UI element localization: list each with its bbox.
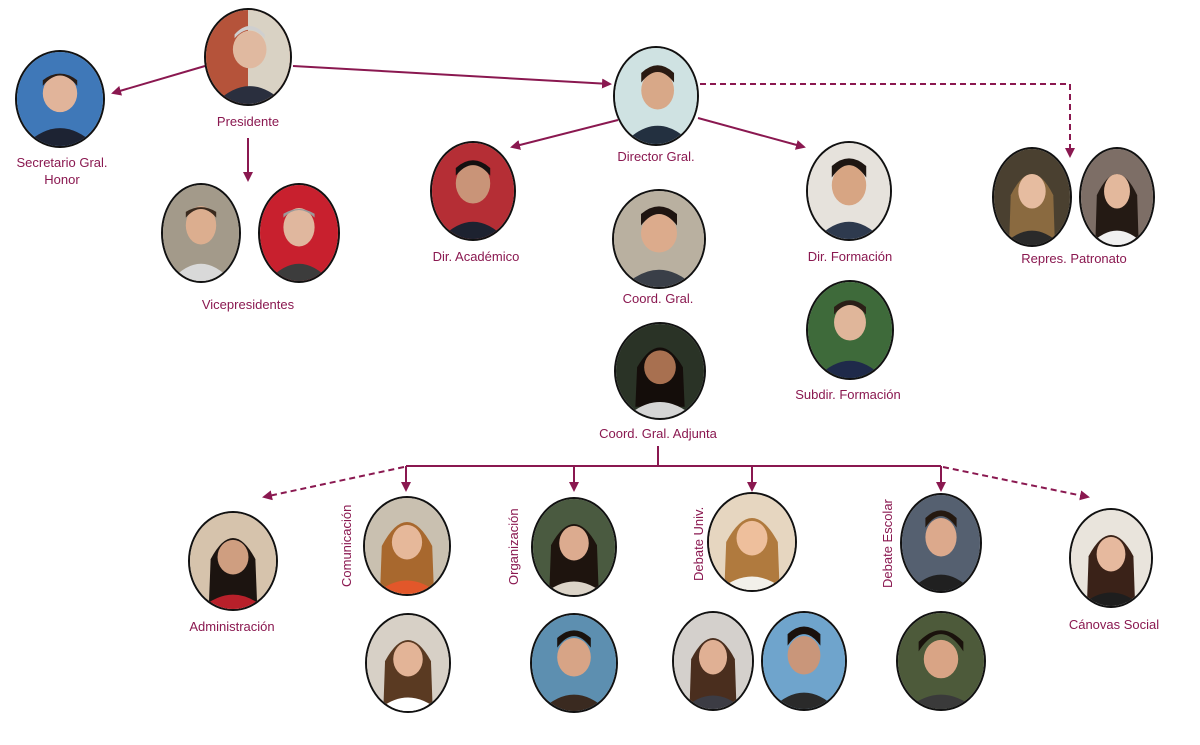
avatar-dir-formacion — [806, 141, 892, 241]
label-debate-escolar: Debate Escolar — [880, 499, 895, 588]
label-repres-patronato: Repres. Patronato — [1021, 251, 1127, 266]
label-secretario-line2: Honor — [44, 172, 80, 187]
avatar-vicepresidente-2 — [258, 183, 340, 283]
avatar-debate-univ-2 — [672, 611, 754, 711]
arrow-administracion — [262, 466, 405, 501]
avatar-coord-adjunta — [614, 322, 706, 420]
avatar-repres-patronato-1 — [992, 147, 1072, 247]
avatar-secretario — [15, 50, 105, 148]
arrow-director-formacion — [697, 117, 806, 150]
avatar-presidente — [204, 8, 292, 106]
avatar-dir-academico — [430, 141, 516, 241]
label-administracion: Administración — [189, 619, 275, 634]
avatar-comunicacion-1 — [363, 496, 451, 596]
arrow-director-academico — [510, 119, 619, 150]
avatar-administracion — [188, 511, 278, 611]
label-canovas-social: Cánovas Social — [1068, 617, 1160, 632]
avatar-canovas-social — [1069, 508, 1153, 608]
label-debate-univ: Debate Univ. — [691, 506, 706, 581]
arrow-presidente-director — [292, 65, 612, 89]
avatar-coord-gral — [612, 189, 706, 289]
label-comunicacion: Comunicación — [339, 504, 354, 587]
avatar-vicepresidente-1 — [161, 183, 241, 283]
label-dir-formacion: Dir. Formación — [807, 249, 893, 264]
avatar-debate-univ-3 — [761, 611, 847, 711]
label-subdir-formacion: Subdir. Formación — [795, 387, 901, 402]
arrow-presidente-secretario — [111, 65, 206, 96]
avatar-subdir-formacion — [806, 280, 894, 380]
label-presidente: Presidente — [216, 114, 280, 129]
avatar-director — [613, 46, 699, 146]
arrow-director-patronato — [700, 83, 1075, 158]
avatar-organizacion-1 — [531, 497, 617, 597]
arrow-canovas — [942, 466, 1090, 501]
label-coord-adjunta: Coord. Gral. Adjunta — [599, 426, 717, 441]
avatar-debate-univ-1 — [707, 492, 797, 592]
label-director: Director Gral. — [617, 149, 695, 164]
label-organizacion: Organización — [506, 508, 521, 585]
label-secretario-line1: Secretario Gral. — [16, 155, 108, 170]
avatar-comunicacion-2 — [365, 613, 451, 713]
avatar-repres-patronato-2 — [1079, 147, 1155, 247]
avatar-debate-escolar-1 — [900, 493, 982, 593]
avatar-organizacion-2 — [530, 613, 618, 713]
label-coord-gral: Coord. Gral. — [622, 291, 694, 306]
label-dir-academico: Dir. Académico — [432, 249, 520, 264]
avatar-debate-escolar-2 — [896, 611, 986, 711]
label-vicepresidentes: Vicepresidentes — [201, 297, 295, 312]
